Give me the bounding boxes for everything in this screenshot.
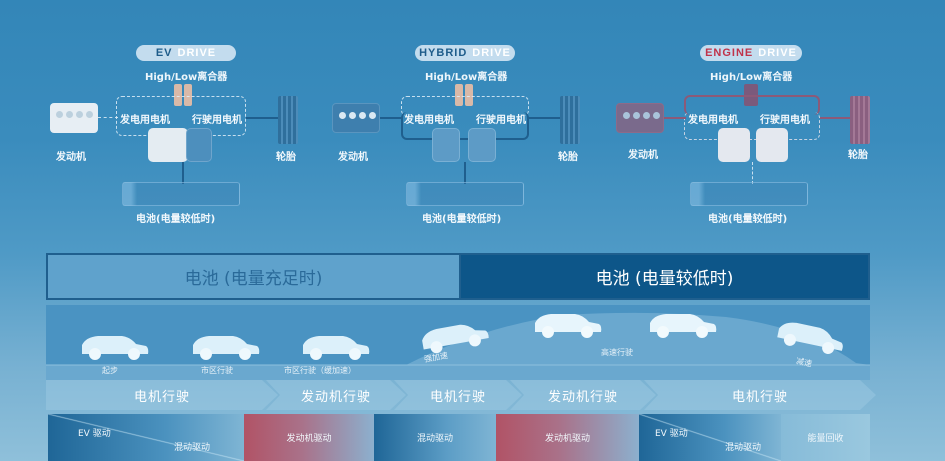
drive-mode-top-label: EV 驱动 <box>655 429 688 439</box>
power-source-chevron: 电机行驶 <box>644 380 876 410</box>
clutch-icon <box>184 84 192 106</box>
clutch-label: High/Low离合器 <box>145 72 228 83</box>
engine-label: 发动机 <box>338 152 368 163</box>
engine-drive-badge: ENGINE DRIVE <box>700 45 802 61</box>
drive-mode-engine: 发动机驱动 <box>244 414 374 461</box>
battery-link-line <box>182 162 184 184</box>
engine-icon <box>332 103 380 133</box>
scenario-label: 起步 <box>102 366 118 375</box>
power-source-chevron: 发动机行驶 <box>510 380 656 410</box>
drive-motor-icon <box>468 128 496 162</box>
battery-label: 电池(电量较低时) <box>136 214 216 225</box>
battery-icon <box>690 182 808 206</box>
generator-motor-icon <box>718 128 750 162</box>
drive-motor-label: 行驶用电机 <box>192 115 242 126</box>
drive-motor-label: 行驶用电机 <box>760 115 810 126</box>
tire-label: 轮胎 <box>558 152 578 163</box>
clutch-icon <box>174 84 182 106</box>
tire-label: 轮胎 <box>848 150 868 161</box>
battery-full-segment: 电池 (电量充足时) <box>46 253 459 300</box>
tire-link-line <box>246 117 284 119</box>
engine-drive-diagram: ENGINE DRIVE High/Low离合器 发动机 发电用电机 行驶用电机… <box>604 0 904 240</box>
drive-mode-top-label: EV 驱动 <box>78 429 111 439</box>
badge-word-drive: DRIVE <box>177 47 217 59</box>
scenario-label: 高速行驶 <box>601 348 633 357</box>
ev-drive-badge: EV DRIVE <box>136 45 236 61</box>
badge-word-engine: ENGINE <box>705 47 754 59</box>
badge-word-drive: DRIVE <box>758 47 797 59</box>
car-icon <box>82 336 149 360</box>
tire-icon <box>560 96 580 144</box>
drive-mode-engine: 发动机驱动 <box>496 414 639 461</box>
drive-motor-icon <box>756 128 788 162</box>
battery-label: 电池(电量较低时) <box>422 214 502 225</box>
power-source-chevron: 发动机行驶 <box>266 380 406 410</box>
engine-icon <box>50 103 98 133</box>
battery-low-segment: 电池 (电量较低时) <box>459 253 870 300</box>
drive-mode-ev-hybrid: EV 驱动 混动驱动 <box>48 414 244 461</box>
generator-motor-icon <box>432 128 460 162</box>
battery-icon <box>406 182 524 206</box>
car-icon <box>303 336 370 360</box>
battery-state-bar: 电池 (电量充足时) 电池 (电量较低时) <box>46 253 870 300</box>
scenario-label: 市区行驶（缓加速） <box>284 366 356 375</box>
tire-icon <box>850 96 870 144</box>
engine-label: 发动机 <box>628 150 658 161</box>
clutch-label: High/Low离合器 <box>710 72 793 83</box>
drive-mode-hybrid: 混动驱动 <box>374 414 496 461</box>
generator-motor-icon <box>148 128 188 162</box>
engine-label: 发动机 <box>56 152 86 163</box>
tire-label: 轮胎 <box>276 152 296 163</box>
car-icon <box>650 314 717 338</box>
tire-icon <box>278 96 298 144</box>
engine-link-line <box>378 117 402 119</box>
motor-loop-line <box>684 112 820 140</box>
battery-label: 电池(电量较低时) <box>708 214 788 225</box>
drive-mode-row: EV 驱动 混动驱动 发动机驱动 混动驱动 发动机驱动 EV 驱动 混动驱动 能… <box>46 414 870 461</box>
driving-scene: 起步 市区行驶 市区行驶（缓加速） 强加速 高速行驶 减速 <box>46 305 870 380</box>
power-source-chevron: 电机行驶 <box>394 380 522 410</box>
badge-word-ev: EV <box>155 47 173 59</box>
ev-drive-diagram: EV DRIVE High/Low离合器 发动机 发电用电机 行驶用电机 轮胎 … <box>40 0 340 240</box>
drive-motor-icon <box>186 128 212 162</box>
drive-motor-label: 行驶用电机 <box>476 115 526 126</box>
drive-mode-bottom-label: 混动驱动 <box>725 443 762 453</box>
tire-link-line <box>528 117 566 119</box>
engine-icon <box>616 103 664 133</box>
hybrid-drive-badge: HYBRID DRIVE <box>415 45 515 61</box>
clutch-icon <box>465 84 473 106</box>
clutch-icon <box>455 84 463 106</box>
badge-word-hybrid: HYBRID <box>419 47 468 59</box>
car-icon <box>777 322 843 355</box>
scenario-label: 市区行驶 <box>201 366 233 375</box>
clutch-loop-line <box>684 95 820 115</box>
motor-loop-line <box>401 112 529 140</box>
generator-label: 发电用电机 <box>688 115 738 126</box>
car-icon <box>535 314 602 338</box>
generator-label: 发电用电机 <box>120 115 170 126</box>
battery-link-line <box>752 162 754 184</box>
power-source-chevron: 电机行驶 <box>46 380 278 410</box>
drive-mode-regen: 能量回收 <box>781 414 870 461</box>
power-source-row: 电机行驶 发动机行驶 电机行驶 发动机行驶 电机行驶 <box>46 380 876 410</box>
badge-word-drive: DRIVE <box>472 47 511 59</box>
car-icon <box>422 324 489 354</box>
generator-label: 发电用电机 <box>404 115 454 126</box>
tire-link-line <box>820 117 852 119</box>
engine-link-line <box>664 117 686 119</box>
hybrid-drive-diagram: HYBRID DRIVE High/Low离合器 发动机 发电用电机 行驶用电机… <box>322 0 622 240</box>
drive-mode-ev-hybrid: EV 驱动 混动驱动 <box>639 414 781 461</box>
drive-mode-bottom-label: 混动驱动 <box>174 443 211 453</box>
engine-link-line <box>98 117 118 119</box>
clutch-loop-line <box>401 96 529 116</box>
battery-link-line <box>464 162 466 184</box>
clutch-label: High/Low离合器 <box>425 72 508 83</box>
battery-icon <box>122 182 240 206</box>
car-icon <box>193 336 260 360</box>
